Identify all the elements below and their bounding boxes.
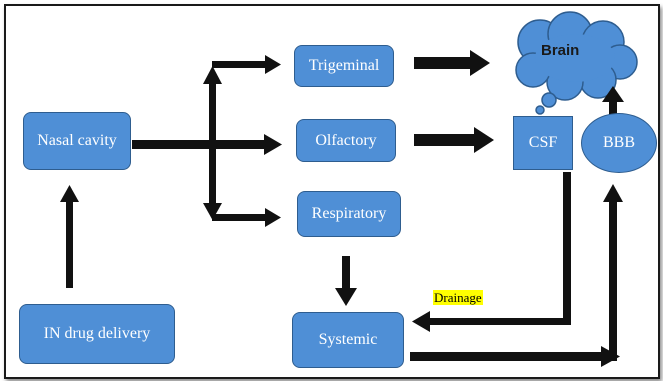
- nasal-cavity-box: Nasal cavity: [23, 112, 131, 170]
- arrow-branch-down: [203, 145, 281, 227]
- brain-label: Brain: [541, 42, 579, 59]
- systemic-box: Systemic: [292, 312, 404, 368]
- trigeminal-box: Trigeminal: [294, 45, 394, 87]
- arrow-respiratory-to-systemic: [335, 256, 357, 306]
- trigeminal-label: Trigeminal: [308, 57, 380, 74]
- arrow-csf-drainage: [412, 172, 571, 332]
- arrow-bbb-to-brain: [602, 86, 624, 117]
- csf-label: CSF: [528, 134, 558, 151]
- arrow-trigeminal-to-brain: [414, 50, 490, 76]
- arrow-systemic-to-bbb: [410, 184, 623, 367]
- arrows: [60, 50, 624, 367]
- bbb-oval: BBB: [581, 113, 657, 173]
- respiratory-box: Respiratory: [297, 191, 401, 237]
- csf-box: CSF: [513, 116, 573, 170]
- olfactory-label: Olfactory: [315, 131, 377, 149]
- olfactory-box: Olfactory: [296, 119, 396, 162]
- in-drug-delivery-box: IN drug delivery: [19, 304, 175, 364]
- bbb-label: BBB: [602, 134, 635, 151]
- in-drug-delivery-label: IN drug delivery: [43, 325, 151, 342]
- drainage-label: Drainage: [433, 290, 483, 305]
- nasal-cavity-label: Nasal cavity: [37, 132, 117, 149]
- systemic-label: Systemic: [318, 331, 378, 348]
- arrow-olfactory-to-csf: [414, 127, 494, 153]
- arrow-delivery-to-nasal: [60, 185, 79, 288]
- brain-cloud-shape: [515, 11, 638, 115]
- arrow-branch-up: [203, 55, 281, 144]
- respiratory-label: Respiratory: [311, 205, 387, 222]
- arrow-nasal-to-olfactory: [132, 134, 282, 155]
